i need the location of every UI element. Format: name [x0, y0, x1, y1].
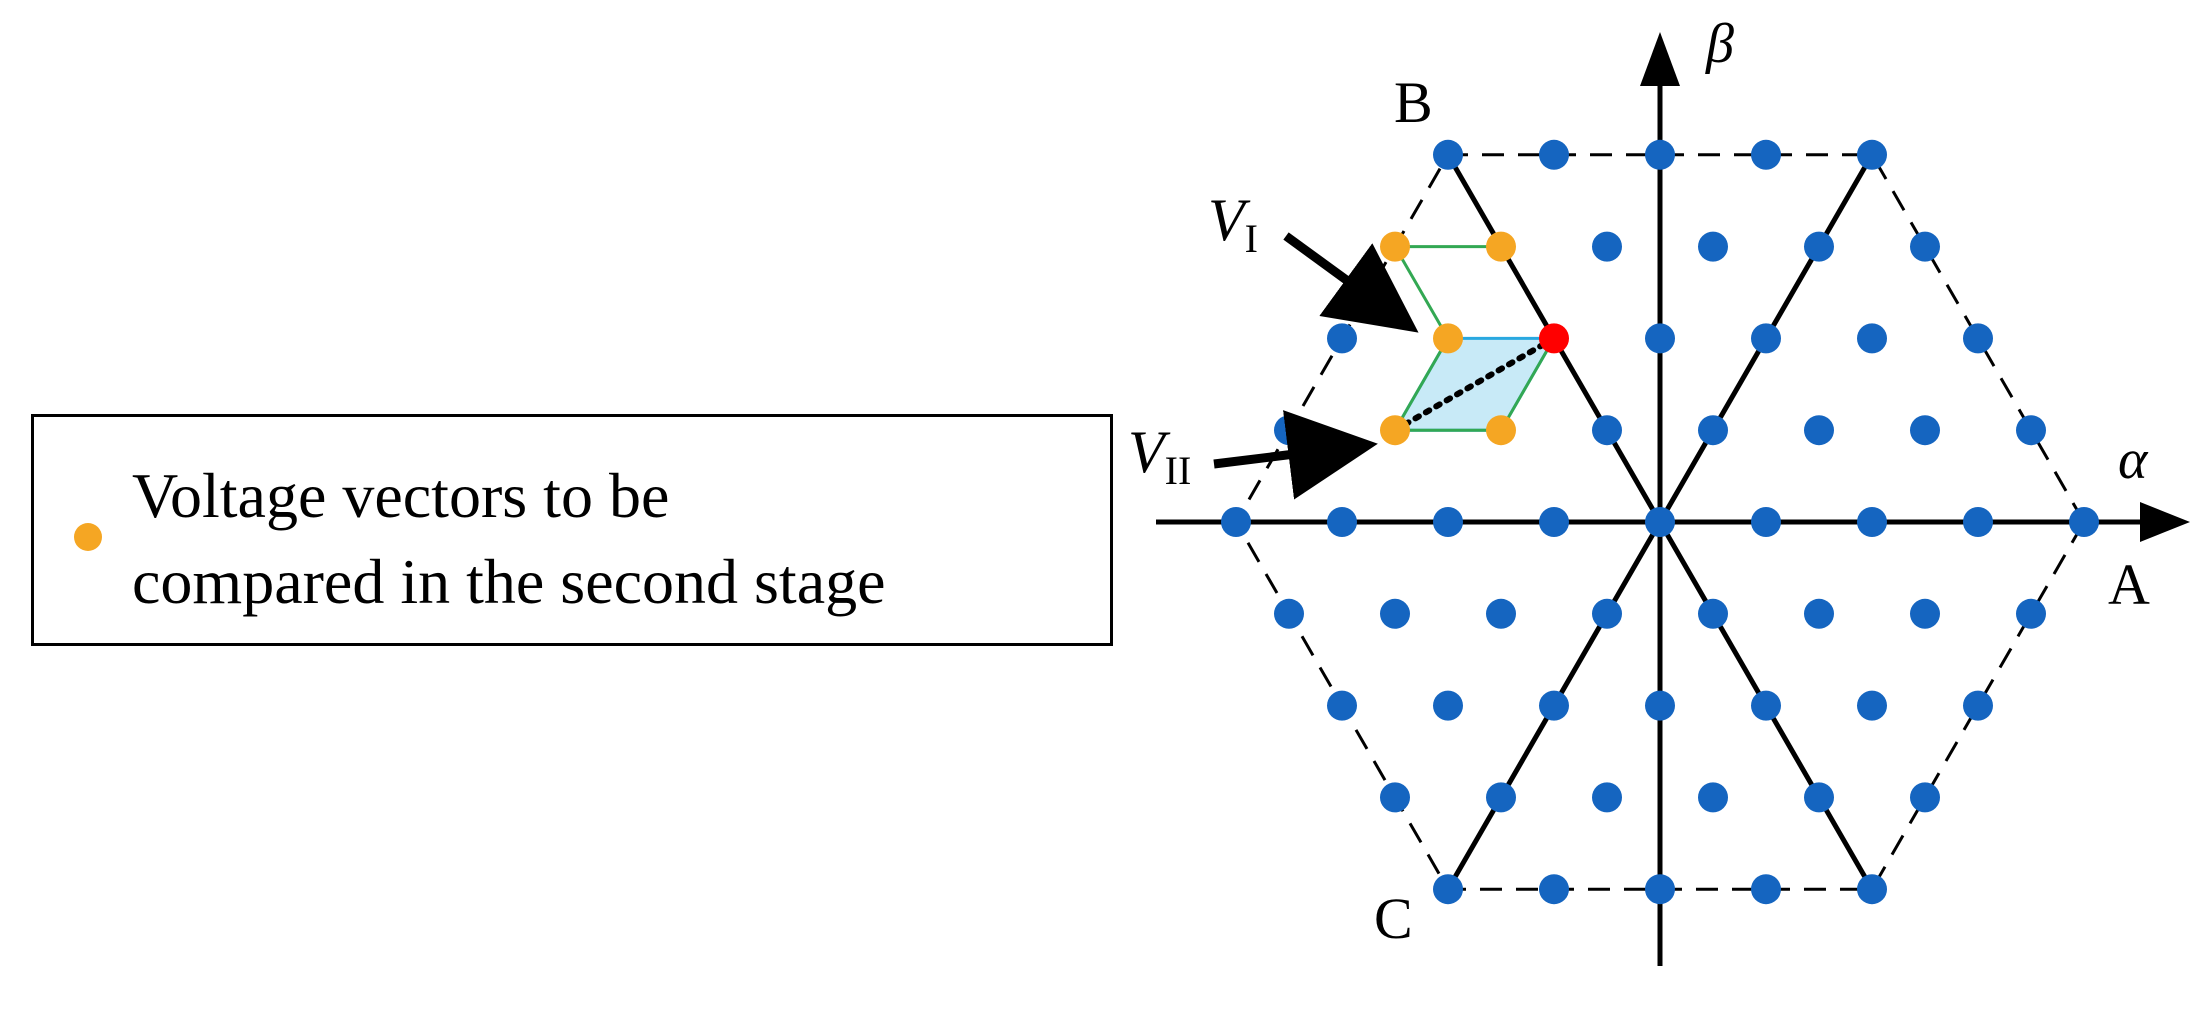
voltage-vector-point [1804, 231, 1834, 262]
voltage-vector-point [1221, 507, 1251, 537]
voltage-vector-point [1380, 598, 1410, 629]
voltage-vector-point [1857, 874, 1887, 905]
voltage-vector-point [1804, 598, 1834, 629]
voltage-vector-point [1857, 507, 1887, 537]
beta-axis-arrowhead [1640, 32, 1680, 86]
candidate-vector-point [1380, 231, 1410, 262]
voltage-vector-point [1751, 507, 1781, 537]
voltage-vector-point [1433, 690, 1463, 721]
voltage-vector-point [1910, 782, 1940, 813]
voltage-vector-point [1698, 231, 1728, 262]
voltage-vector-point [1645, 323, 1675, 354]
v1-label-main: V [1208, 187, 1251, 253]
legend: Voltage vectors to be compared in the se… [31, 414, 1113, 646]
v2-label: VII [1128, 419, 1191, 493]
voltage-vector-point [1539, 507, 1569, 537]
candidate-vector-point [1486, 231, 1516, 262]
v1-pointer-arrow [1283, 232, 1419, 333]
v2-label-main: V [1128, 419, 1171, 485]
voltage-vector-point [1645, 874, 1675, 905]
legend-label: Voltage vectors to be compared in the se… [132, 460, 886, 617]
voltage-vector-point [1433, 139, 1463, 170]
voltage-vector-point [2016, 598, 2046, 629]
voltage-vector-point [1592, 415, 1622, 446]
voltage-vector-point [1486, 782, 1516, 813]
voltage-vector-point [1963, 323, 1993, 354]
legend-candidate-marker [74, 523, 102, 551]
voltage-vector-point [1592, 231, 1622, 262]
voltage-vector-point [1910, 415, 1940, 446]
voltage-vector-point [1751, 690, 1781, 721]
voltage-vector-point [1910, 598, 1940, 629]
voltage-vector-point [1592, 782, 1622, 813]
voltage-vector-point [1751, 139, 1781, 170]
voltage-vector-point [1645, 690, 1675, 721]
phase-c-label: C [1374, 886, 1413, 951]
voltage-vector-point [1645, 507, 1675, 537]
voltage-vector-point [1857, 323, 1887, 354]
voltage-vector-point [1539, 690, 1569, 721]
voltage-vector-point [1486, 598, 1516, 629]
voltage-vector-point [1433, 874, 1463, 905]
voltage-vector-point [1963, 507, 1993, 537]
alpha-axis-arrowhead [2140, 502, 2190, 542]
voltage-vector-point [1539, 874, 1569, 905]
voltage-vector-point [1698, 415, 1728, 446]
v2-label-subscript: II [1165, 448, 1192, 493]
voltage-vector-point [1751, 323, 1781, 354]
voltage-vector-point [2069, 507, 2099, 537]
voltage-vector-point [1539, 139, 1569, 170]
voltage-vector-point [1857, 139, 1887, 170]
voltage-vector-point [1327, 690, 1357, 721]
phase-b-label: B [1394, 70, 1433, 135]
voltage-vector-point [1274, 598, 1304, 629]
selected-vector-point [1539, 323, 1569, 354]
voltage-vector-point [1857, 690, 1887, 721]
voltage-vector-point [1698, 598, 1728, 629]
v2-pointer-arrow [1213, 410, 1378, 500]
beta-axis-label: β [1705, 13, 1734, 75]
candidate-vector-point [1433, 323, 1463, 354]
voltage-vector-point [1910, 231, 1940, 262]
voltage-vector-point [1698, 782, 1728, 813]
voltage-vector-point [1327, 323, 1357, 354]
alpha-axis-label: α [2118, 429, 2149, 491]
voltage-vector-point [1751, 874, 1781, 905]
voltage-vector-point [1804, 415, 1834, 446]
v1-label: VI [1208, 187, 1258, 261]
voltage-vector-point [1380, 782, 1410, 813]
voltage-vector-point [1645, 139, 1675, 170]
voltage-vector-point [1592, 598, 1622, 629]
voltage-vector-point [1963, 690, 1993, 721]
voltage-vector-points [1221, 139, 2099, 905]
phase-a-label: A [2108, 552, 2150, 617]
candidate-vector-point [1486, 415, 1516, 446]
voltage-vector-point [2016, 415, 2046, 446]
candidate-vector-point [1380, 415, 1410, 446]
voltage-vector-point [1804, 782, 1834, 813]
voltage-vector-point [1274, 415, 1304, 446]
v1-label-subscript: I [1245, 216, 1258, 261]
voltage-vector-point [1433, 507, 1463, 537]
voltage-vector-point [1327, 507, 1357, 537]
vector-error-dotted-line [1392, 335, 1557, 434]
